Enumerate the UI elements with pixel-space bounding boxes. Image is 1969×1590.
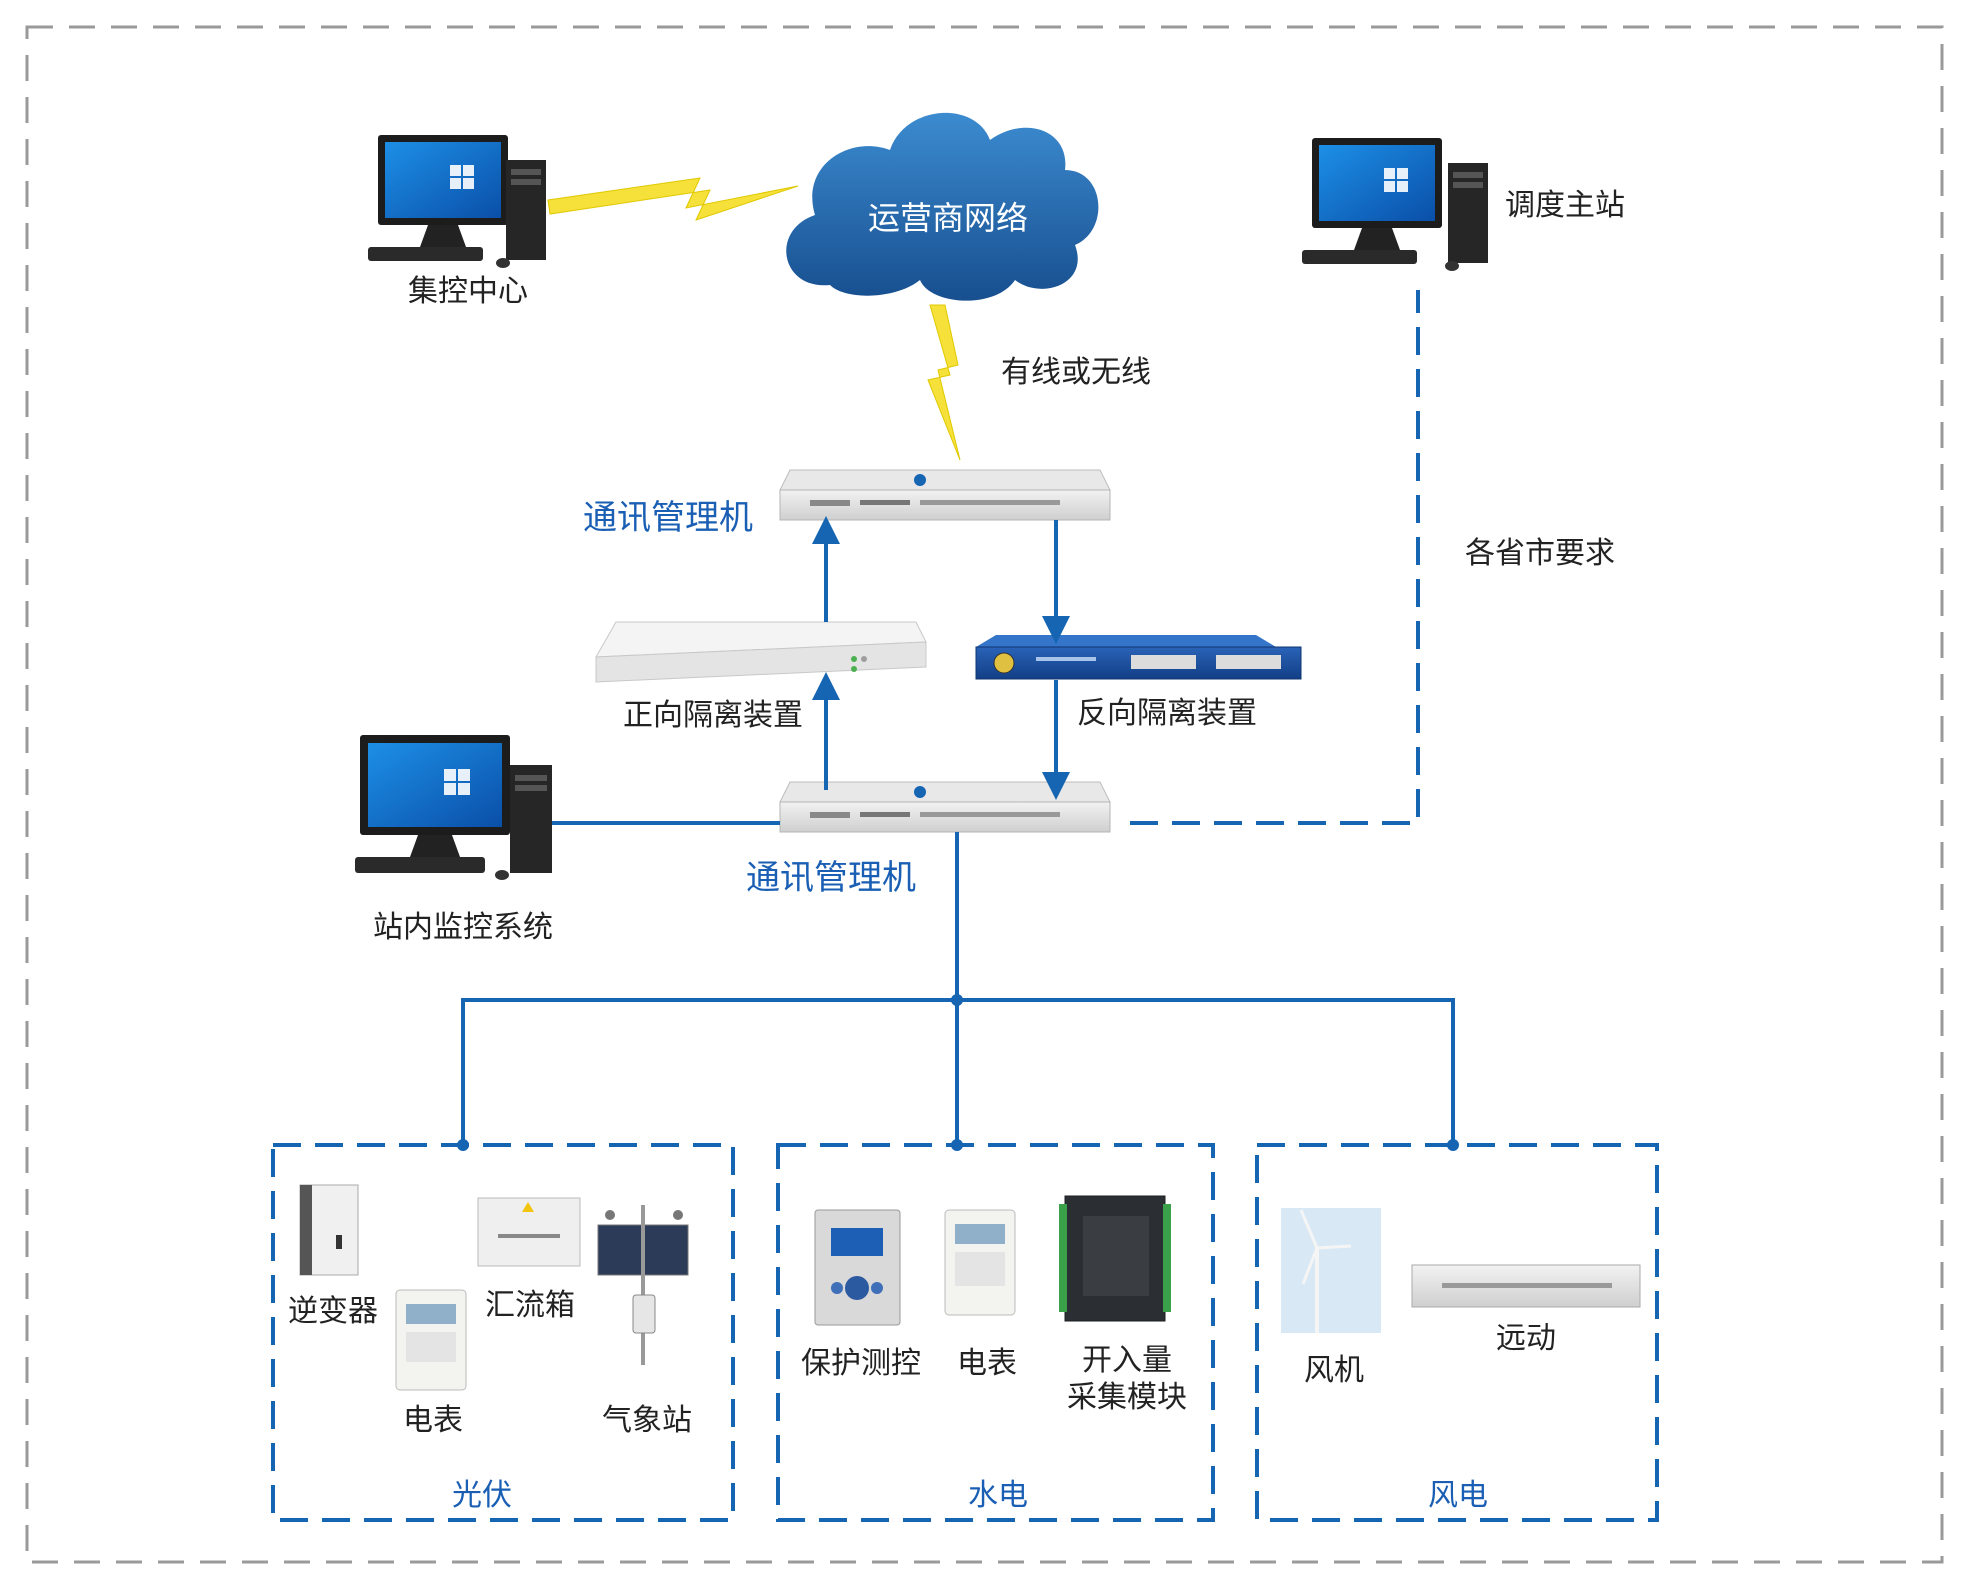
desktop-computer-icon — [1302, 138, 1488, 271]
protection-control-device-icon — [814, 1209, 901, 1326]
group-title-hydro: 水电 — [968, 1478, 1028, 1513]
device-label-meter: 电表 — [403, 1403, 463, 1438]
combiner-box-icon — [477, 1197, 581, 1267]
electric-meter-icon — [944, 1209, 1016, 1316]
device-label-combiner: 汇流箱 — [485, 1288, 575, 1323]
remote-terminal-unit-icon — [1411, 1264, 1641, 1308]
group-box-hydro — [776, 1143, 1215, 1522]
dispatch-station-label: 调度主站 — [1505, 188, 1625, 223]
reverse-isolation-label: 反向隔离装置 — [1077, 696, 1257, 731]
device-label-io-line1: 开入量 — [1082, 1343, 1172, 1378]
cloud-label: 运营商网络 — [867, 199, 1029, 237]
weather-station-icon — [597, 1205, 689, 1365]
outer-border — [25, 25, 1944, 1564]
inverter-icon — [299, 1184, 359, 1276]
reverse-isolation-device-icon — [975, 635, 1302, 680]
device-label-io-line2: 采集模块 — [1067, 1380, 1187, 1415]
device-label-rtu: 远动 — [1496, 1321, 1556, 1356]
device-label-wind-turbine: 风机 — [1304, 1353, 1364, 1388]
comm-manager-device-icon — [779, 781, 1111, 833]
control-center-label: 集控中心 — [408, 274, 528, 309]
wind-turbine-icon — [1281, 1208, 1381, 1333]
comm-manager-bottom-label: 通讯管理机 — [746, 858, 916, 898]
comm-manager-device-icon — [779, 469, 1111, 521]
group-title-wind: 风电 — [1428, 1478, 1488, 1513]
forward-isolation-device-icon — [595, 621, 927, 683]
forward-isolation-label: 正向隔离装置 — [623, 698, 803, 733]
lightning-link-icon — [547, 177, 799, 221]
electric-meter-icon — [395, 1289, 467, 1391]
lightning-link-icon — [927, 304, 961, 461]
desktop-computer-icon — [355, 735, 552, 880]
comm-manager-top-label: 通讯管理机 — [583, 498, 753, 538]
group-title-pv: 光伏 — [452, 1478, 512, 1513]
station-monitor-label: 站内监控系统 — [373, 910, 553, 945]
province-requirement-label: 各省市要求 — [1465, 536, 1615, 571]
wired-wireless-label: 有线或无线 — [1001, 355, 1151, 390]
device-label-protection: 保护测控 — [801, 1346, 921, 1381]
device-label-inverter: 逆变器 — [288, 1294, 378, 1329]
group-box-pv — [271, 1143, 735, 1522]
carrier-network-cloud — [786, 112, 1099, 301]
device-label-meter: 电表 — [957, 1346, 1017, 1381]
group-box-wind — [1255, 1143, 1659, 1522]
desktop-computer-icon — [368, 135, 546, 268]
io-module-icon — [1059, 1195, 1171, 1322]
device-label-weather: 气象站 — [602, 1403, 692, 1438]
dispatch-dashed-link — [1130, 290, 1420, 825]
